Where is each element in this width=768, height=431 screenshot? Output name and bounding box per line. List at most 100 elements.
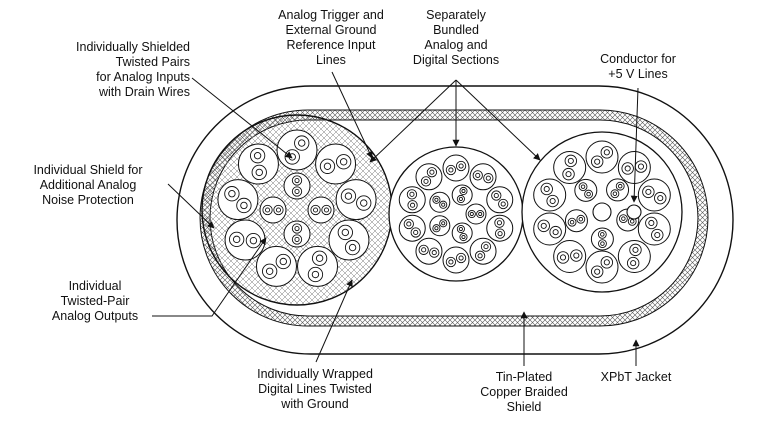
wire-core <box>298 139 306 147</box>
wire-core <box>475 172 481 178</box>
wire-core <box>348 243 357 252</box>
wire-core <box>654 231 661 239</box>
wire-core <box>478 211 483 217</box>
wire-core <box>339 158 348 166</box>
wire-core <box>265 267 274 275</box>
conductor-5v <box>626 204 642 220</box>
wire-core <box>249 236 258 245</box>
wire-core <box>603 259 610 266</box>
wire-core <box>406 221 412 227</box>
wire-core <box>569 219 575 225</box>
trigger-pair <box>307 196 335 224</box>
conductor-5v <box>592 202 612 222</box>
label-xpbt-jacket: XPbT Jacket <box>600 370 672 384</box>
wire-core <box>630 260 637 267</box>
shielded-twisted-pair <box>315 143 357 185</box>
wire-core <box>294 177 300 184</box>
wire-core <box>458 226 463 232</box>
digital-pair <box>415 237 443 265</box>
wire-core <box>578 216 584 222</box>
wire-core <box>294 188 300 195</box>
wire-core <box>573 252 580 259</box>
digital-pair <box>469 163 497 191</box>
leader-lines <box>152 71 640 366</box>
wire-core <box>344 192 353 200</box>
wire-core <box>645 188 652 195</box>
wire-core <box>543 185 550 193</box>
wire-core <box>253 151 262 160</box>
wire-core <box>580 184 586 189</box>
trigger-pair <box>283 220 311 248</box>
wire-core <box>279 257 287 266</box>
wire-core <box>586 191 591 197</box>
digital-pair <box>486 186 514 214</box>
wire-core <box>637 163 645 170</box>
shielded-twisted-pair <box>297 245 339 287</box>
wire-core <box>360 199 368 207</box>
wire-core <box>500 201 506 207</box>
digital-pair <box>553 151 587 185</box>
wire-core <box>648 219 655 227</box>
wire-core <box>294 236 300 243</box>
wire-core <box>421 247 427 253</box>
digital-pair <box>398 214 426 242</box>
wire-core <box>567 157 574 164</box>
label-analog-trigger: Analog Trigger and External Ground Refer… <box>278 8 384 67</box>
power-bundle <box>521 131 683 293</box>
wire-core <box>448 259 454 265</box>
digital-pair <box>465 203 487 225</box>
wire-core <box>255 168 263 177</box>
wire-core <box>311 270 320 279</box>
wire-core <box>657 195 664 202</box>
wire-core <box>624 165 631 172</box>
wire-core <box>458 163 464 169</box>
shielded-twisted-pair <box>237 143 279 185</box>
wire-core <box>496 220 502 226</box>
label-shielded-pairs: Individually Shielded Twisted Pairs for … <box>76 40 190 99</box>
digital-pair <box>429 215 451 237</box>
wire-core <box>315 254 324 262</box>
wire-core <box>441 221 446 226</box>
wire-core <box>458 255 464 261</box>
wire-core <box>323 207 330 213</box>
wire-core <box>232 235 241 244</box>
wire-core <box>441 202 446 207</box>
wire-core <box>552 229 559 236</box>
digital-pair <box>398 186 426 214</box>
wire-core <box>434 226 439 231</box>
wire-core <box>617 183 623 189</box>
wire-core <box>434 197 439 202</box>
wire-core <box>485 175 491 181</box>
wire-core <box>431 250 437 256</box>
digital-pair <box>590 227 614 251</box>
wire-core <box>632 246 639 253</box>
wire-core <box>341 228 350 237</box>
wire-core <box>565 171 572 178</box>
digital-bundle <box>388 146 524 282</box>
trigger-pair <box>259 196 287 224</box>
wire-core <box>461 188 466 194</box>
wire-core <box>629 219 635 224</box>
digital-pair <box>469 237 497 265</box>
wire-core <box>540 222 547 229</box>
digital-pair <box>415 163 443 191</box>
wire-core <box>294 225 300 232</box>
wire-core <box>448 167 454 173</box>
wire-core <box>621 216 626 221</box>
wire-core <box>469 211 474 217</box>
digital-pair <box>574 178 598 202</box>
digital-pair <box>486 214 514 242</box>
analog-bundle <box>201 114 393 306</box>
wire-core <box>600 241 605 246</box>
wire-core <box>413 229 419 235</box>
digital-pair <box>585 140 619 174</box>
shielded-twisted-pair <box>217 179 259 221</box>
label-braided-shield: Tin-Plated Copper Braided Shield <box>480 370 568 414</box>
wire-core <box>603 149 610 156</box>
digital-pair <box>429 191 451 213</box>
wire-core <box>594 268 601 275</box>
wire-core <box>549 197 556 205</box>
wire-core <box>423 178 429 184</box>
wire-core <box>483 244 489 250</box>
wire-core <box>477 253 483 259</box>
